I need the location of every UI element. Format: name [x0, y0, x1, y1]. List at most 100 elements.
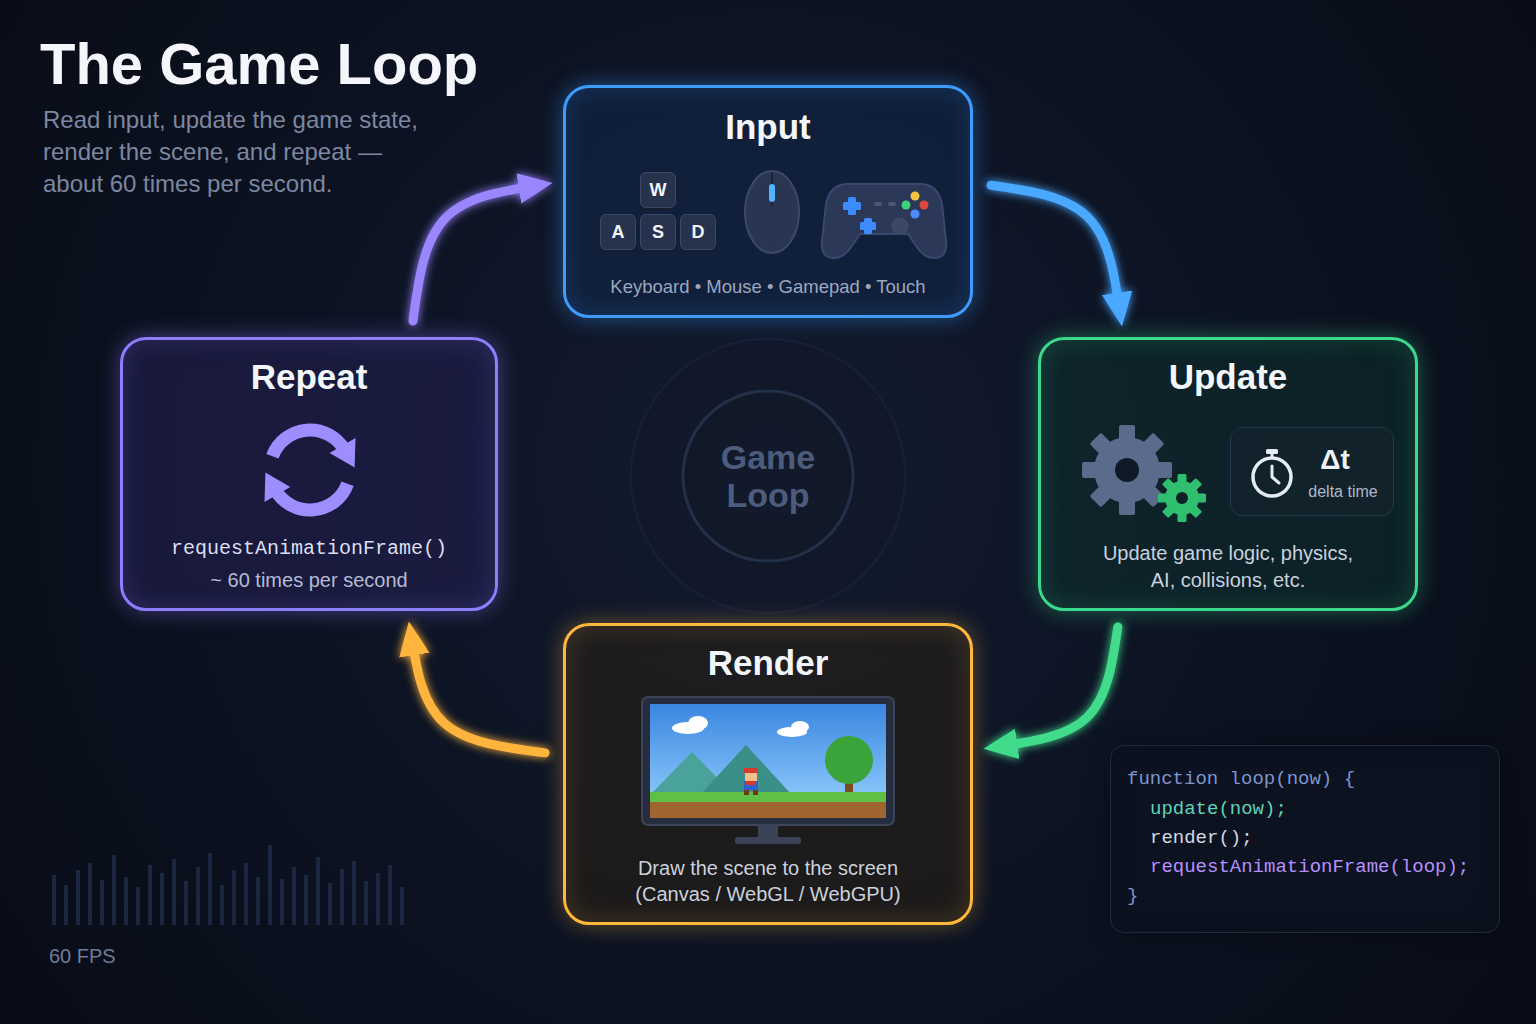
fps-bar: [88, 863, 92, 925]
key-letter: W: [641, 173, 675, 207]
stage-description: Draw the scene to the screen (Canvas / W…: [624, 855, 912, 907]
ground-grass: [650, 792, 886, 802]
delta-time-card: Δtdelta time: [1230, 427, 1394, 516]
stopwatch-stem: [1271, 454, 1274, 458]
hub-label: Game Loop: [681, 389, 855, 563]
cloud: [777, 727, 807, 737]
stopwatch-face: [1253, 458, 1291, 496]
delta-symbol: Δt: [1307, 443, 1363, 477]
flow-arrow: [997, 627, 1118, 747]
face-button: [911, 192, 920, 201]
code-line: render();: [1150, 826, 1253, 850]
hub-outer-ring: [631, 339, 905, 613]
gear-icon: [1082, 425, 1172, 515]
gear-tooth: [1082, 462, 1100, 478]
fps-bar: [316, 857, 320, 925]
input-stage-box: InputKeyboard • Mouse • Gamepad • Touch W…: [563, 85, 973, 318]
repeat-arc: [272, 430, 344, 456]
fps-bar: [52, 875, 56, 925]
mouse-button-split: [771, 172, 773, 206]
stopwatch-crown: [1266, 449, 1278, 454]
start-button: [888, 202, 896, 206]
fps-bar: [256, 877, 260, 925]
gear-body: [1165, 481, 1199, 515]
code-line: function loop(now) {: [1127, 767, 1355, 791]
update-stage-box: UpdateUpdate game logic, physics, AI, co…: [1038, 337, 1418, 611]
code-line: update(now);: [1150, 797, 1287, 821]
player-face: [745, 773, 757, 781]
mouse-wheel: [769, 184, 775, 202]
player-hat: [744, 768, 758, 773]
repeat-arrowhead: [330, 438, 356, 467]
stick-cross-vertical: [864, 218, 872, 234]
fps-bar: [196, 867, 200, 925]
monitor-neck: [758, 824, 778, 839]
fps-bar: [376, 873, 380, 925]
fps-bar: [124, 877, 128, 925]
monitor-bezel: [642, 697, 894, 825]
gear-tooth: [1119, 425, 1135, 443]
code-snippet-box: function loop(now) { update(now); render()…: [1110, 745, 1500, 933]
face-button: [902, 201, 911, 210]
key-cap: S: [640, 214, 676, 250]
fps-bar: [220, 885, 224, 925]
fps-bar: [208, 853, 212, 925]
diagram-title: The Game Loop: [40, 31, 478, 97]
monitor-illustration: [642, 697, 894, 844]
gear-tooth: [1140, 433, 1164, 457]
fps-bar: [172, 859, 176, 925]
gear-body: [1094, 437, 1160, 503]
gear-tooth: [1162, 478, 1175, 491]
dpad-vertical: [848, 197, 856, 215]
player-shirt: [746, 781, 756, 785]
gear-tooth: [1189, 505, 1202, 518]
fps-bar: [352, 861, 356, 925]
fps-bar: [328, 883, 332, 925]
gear-tooth: [1140, 483, 1164, 507]
gear-hole: [1176, 492, 1188, 504]
flow-arrow: [991, 185, 1120, 313]
render-stage-box: RenderDraw the scene to the screen (Canv…: [563, 623, 973, 925]
fps-bar: [148, 865, 152, 925]
mountain: [700, 745, 792, 795]
fps-bar: [232, 870, 236, 925]
face-button: [920, 201, 929, 210]
fps-bar: [304, 875, 308, 925]
player-leg: [753, 790, 758, 795]
fps-bar: [388, 865, 392, 925]
code-line: requestAnimationFrame(loop);: [1150, 855, 1469, 879]
key-cap: D: [680, 214, 716, 250]
gear-tooth: [1158, 494, 1168, 503]
gear-tooth: [1178, 474, 1187, 484]
gamepad-body: [822, 184, 947, 258]
input-devices: Keyboard • Mouse • Gamepad • Touch: [574, 276, 962, 298]
key-cap: W: [640, 172, 676, 208]
fps-bar: [136, 887, 140, 925]
gear-tooth: [1119, 497, 1135, 515]
fps-label: 60 FPS: [49, 944, 116, 968]
gear-tooth: [1196, 494, 1206, 503]
fps-bar: [268, 845, 272, 925]
stick-cross-horizontal: [860, 222, 876, 230]
flow-arrow: [413, 185, 539, 321]
gamepad-icon: [822, 184, 947, 258]
gear-hole: [1115, 458, 1139, 482]
gear-tooth: [1090, 433, 1114, 457]
stopwatch-hand: [1272, 466, 1279, 483]
stage-heading: Input: [574, 106, 962, 148]
fps-bar: [100, 880, 104, 925]
monitor-base: [735, 837, 801, 844]
stage-heading: Render: [574, 642, 962, 684]
mouse-icon: [745, 171, 799, 253]
code-line: }: [1127, 884, 1138, 908]
fps-bar: [292, 867, 296, 925]
game-screen-sky: [650, 704, 886, 818]
fps-bar: [244, 863, 248, 925]
fps-bar: [64, 885, 68, 925]
mountain: [650, 752, 734, 795]
cloud: [791, 721, 809, 733]
repeat-arc: [275, 484, 347, 510]
frequency-note: ~ 60 times per second: [131, 568, 487, 592]
